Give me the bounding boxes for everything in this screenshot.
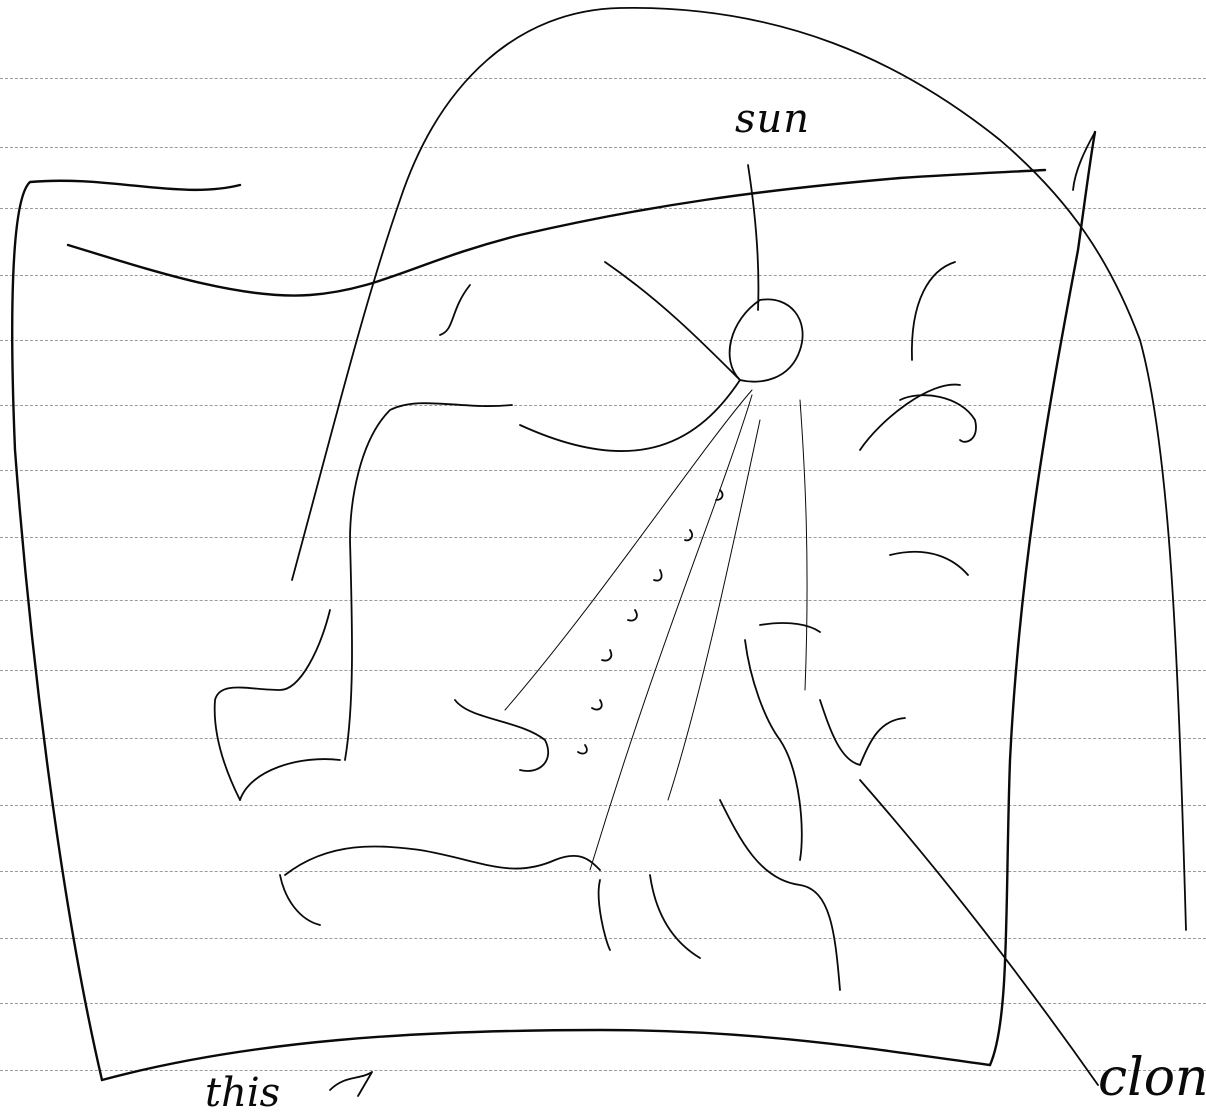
tendril	[605, 262, 740, 380]
tendril	[520, 380, 740, 451]
frame-left-edge	[12, 181, 240, 1080]
tendril	[650, 875, 700, 958]
tendril	[345, 403, 512, 760]
ray	[668, 420, 760, 800]
ray	[800, 400, 807, 690]
tendril	[280, 875, 320, 925]
tendril	[745, 640, 802, 860]
dash-mark	[578, 745, 587, 754]
central-node	[730, 299, 803, 381]
sun-label: sun	[735, 96, 810, 142]
tendril	[285, 846, 600, 875]
dash-mark	[685, 530, 692, 540]
clone-pointer	[860, 780, 1098, 1085]
tendril	[440, 285, 470, 335]
frame-right-flick	[1073, 132, 1095, 190]
dash-mark	[628, 610, 637, 621]
tendril	[455, 700, 548, 771]
tendril	[912, 262, 955, 360]
arrow-icon	[330, 1072, 372, 1096]
tendril	[860, 385, 960, 450]
this-label: this	[205, 1070, 280, 1116]
dome-outline	[292, 8, 1186, 930]
frame-right-edge	[990, 132, 1095, 1065]
tendril	[900, 395, 976, 442]
sun-pointer	[748, 165, 758, 310]
tendril	[240, 759, 340, 800]
tendril	[820, 700, 905, 765]
tendril	[890, 552, 968, 575]
tendril	[215, 610, 330, 800]
clone-label: clone	[1098, 1048, 1206, 1108]
dash-mark	[654, 570, 662, 581]
tendril	[599, 880, 610, 950]
dash-mark	[602, 650, 611, 661]
dash-mark	[592, 700, 602, 710]
ray	[505, 390, 752, 710]
tendril	[720, 800, 840, 990]
ray	[590, 395, 752, 870]
tendril	[760, 623, 820, 632]
